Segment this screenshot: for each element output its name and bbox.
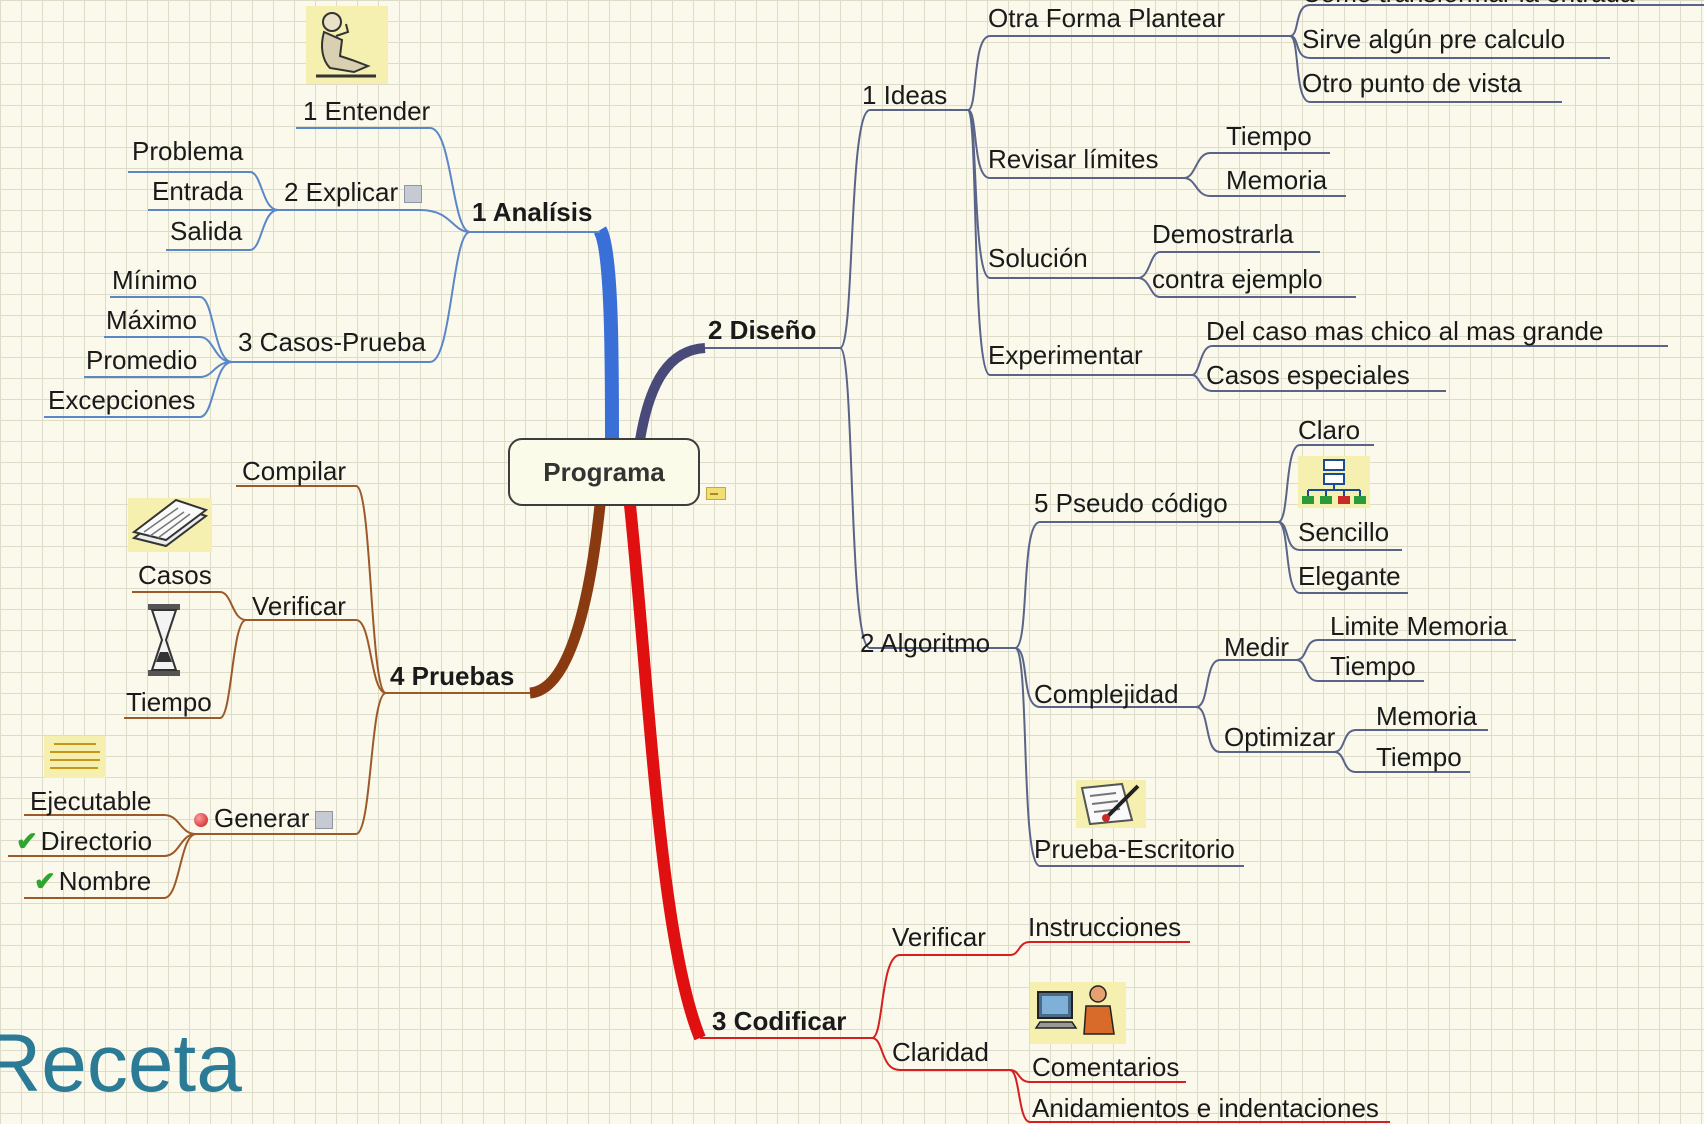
note-icon[interactable] bbox=[706, 487, 726, 500]
node-medir-tiempo[interactable]: Tiempo bbox=[1330, 651, 1416, 681]
branch-analisis bbox=[593, 226, 619, 441]
node-ejecutable[interactable]: Ejecutable bbox=[30, 786, 152, 816]
attachment-icon[interactable] bbox=[315, 811, 334, 830]
node-punto-vista[interactable]: Otro punto de vista bbox=[1302, 68, 1522, 98]
slide-title: Receta bbox=[0, 1018, 242, 1109]
node-contra-ejemplo[interactable]: contra ejemplo bbox=[1152, 264, 1323, 294]
node-optimizar-tiempo[interactable]: Tiempo bbox=[1376, 742, 1462, 772]
node-excepciones[interactable]: Excepciones bbox=[48, 385, 196, 415]
node-pruebas[interactable]: 4 Pruebas bbox=[390, 661, 515, 691]
node-caso-chico-grande[interactable]: Del caso mas chico al mas grande bbox=[1206, 316, 1604, 346]
branch-codificar bbox=[624, 504, 706, 1041]
node-claridad[interactable]: Claridad bbox=[892, 1037, 989, 1067]
flowchart-image bbox=[1298, 456, 1370, 508]
node-ideas[interactable]: 1 Ideas bbox=[862, 80, 948, 110]
node-pseudo-codigo[interactable]: 5 Pseudo código bbox=[1034, 488, 1228, 518]
node-generar[interactable]: Generar bbox=[194, 803, 334, 833]
hourglass-icon bbox=[148, 604, 180, 676]
node-experimentar[interactable]: Experimentar bbox=[988, 340, 1143, 370]
priority-icon bbox=[194, 813, 208, 828]
node-revisar-memoria[interactable]: Memoria bbox=[1226, 165, 1328, 195]
node-maximo[interactable]: Máximo bbox=[106, 305, 198, 335]
node-anidamientos[interactable]: Anidamientos e indentaciones bbox=[1032, 1093, 1379, 1123]
node-entender[interactable]: 1 Entender bbox=[303, 96, 431, 126]
node-claro[interactable]: Claro bbox=[1298, 415, 1361, 445]
node-demostrarla[interactable]: Demostrarla bbox=[1152, 219, 1294, 249]
node-otra-forma[interactable]: Otra Forma Plantear bbox=[988, 3, 1225, 33]
node-problema[interactable]: Problema bbox=[132, 136, 244, 166]
node-casos[interactable]: Casos bbox=[138, 560, 212, 590]
node-analisis[interactable]: 1 Analísis bbox=[472, 197, 593, 227]
node-promedio[interactable]: Promedio bbox=[86, 345, 198, 375]
thinker-image bbox=[306, 6, 388, 84]
node-explicar-label: 2 Explicar bbox=[284, 177, 399, 207]
node-transformar[interactable]: Como transformar la entrada bbox=[1302, 0, 1634, 8]
node-complejidad[interactable]: Complejidad bbox=[1034, 679, 1179, 709]
node-salida[interactable]: Salida bbox=[170, 216, 243, 246]
branch-diseno bbox=[635, 343, 706, 441]
node-directorio[interactable]: ✔Directorio bbox=[16, 826, 152, 856]
node-diseno[interactable]: 2 Diseño bbox=[708, 315, 817, 345]
node-directorio-label: Directorio bbox=[40, 826, 153, 856]
node-revisar-limites[interactable]: Revisar límites bbox=[988, 144, 1159, 174]
node-minimo[interactable]: Mínimo bbox=[112, 265, 198, 295]
node-codificar-verificar[interactable]: Verificar bbox=[892, 922, 986, 952]
central-node[interactable]: Programa bbox=[508, 438, 700, 506]
checklist-image bbox=[1076, 780, 1146, 828]
branch-pruebas bbox=[528, 504, 606, 699]
node-casos-especiales[interactable]: Casos especiales bbox=[1206, 360, 1410, 390]
node-limite-memoria[interactable]: Limite Memoria bbox=[1330, 611, 1508, 641]
node-prueba-escritorio[interactable]: Prueba-Escritorio bbox=[1034, 834, 1235, 864]
node-comentarios[interactable]: Comentarios bbox=[1032, 1052, 1180, 1082]
node-revisar-tiempo[interactable]: Tiempo bbox=[1226, 121, 1312, 151]
node-explicar[interactable]: 2 Explicar bbox=[284, 177, 423, 207]
node-sencillo[interactable]: Sencillo bbox=[1298, 517, 1390, 547]
node-entrada[interactable]: Entrada bbox=[152, 176, 244, 206]
node-compilar[interactable]: Compilar bbox=[242, 456, 347, 486]
checkmark-icon: ✔ bbox=[16, 826, 38, 856]
node-algoritmo[interactable]: 2 Algoritmo bbox=[860, 628, 991, 658]
paper-stack-image bbox=[128, 498, 212, 552]
checkmark-icon: ✔ bbox=[34, 866, 56, 896]
node-optimizar[interactable]: Optimizar bbox=[1224, 722, 1336, 752]
node-pruebas-tiempo[interactable]: Tiempo bbox=[126, 687, 212, 717]
node-casos-prueba[interactable]: 3 Casos-Prueba bbox=[238, 327, 426, 357]
attachment-icon[interactable] bbox=[404, 185, 423, 204]
node-codificar[interactable]: 3 Codificar bbox=[712, 1006, 847, 1036]
node-solucion[interactable]: Solución bbox=[988, 243, 1088, 273]
computer-user-image bbox=[1030, 982, 1126, 1044]
binary-code-image bbox=[44, 736, 106, 778]
node-generar-label: Generar bbox=[214, 803, 310, 833]
node-instrucciones[interactable]: Instrucciones bbox=[1028, 912, 1182, 942]
node-nombre[interactable]: ✔Nombre bbox=[34, 866, 151, 896]
node-pruebas-verificar[interactable]: Verificar bbox=[252, 591, 346, 621]
node-elegante[interactable]: Elegante bbox=[1298, 561, 1401, 591]
node-optimizar-memoria[interactable]: Memoria bbox=[1376, 701, 1478, 731]
node-precalculo[interactable]: Sirve algún pre calculo bbox=[1302, 24, 1566, 54]
node-medir[interactable]: Medir bbox=[1224, 632, 1290, 662]
node-nombre-label: Nombre bbox=[58, 866, 152, 896]
